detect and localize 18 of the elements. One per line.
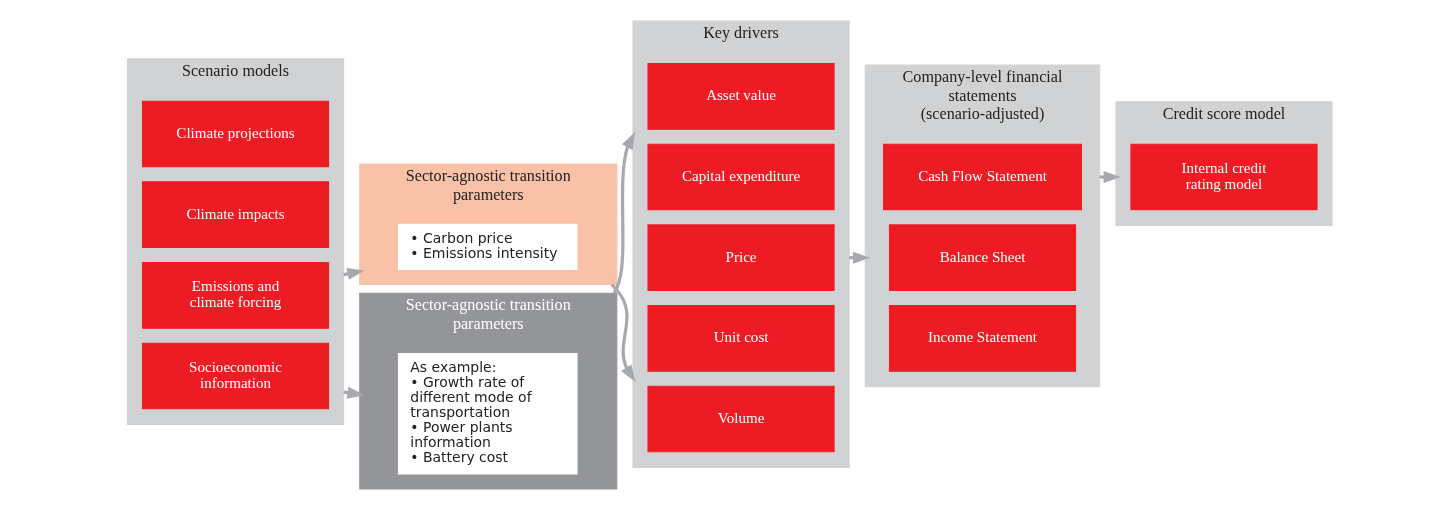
node-box: Cash Flow Statement bbox=[883, 143, 1082, 211]
node-box: • Carbon price • Emissions intensity bbox=[397, 223, 578, 271]
node-box: Emissions and climate forcing bbox=[141, 262, 330, 329]
node-box: Internal credit rating model bbox=[1130, 143, 1318, 211]
arrow bbox=[610, 283, 636, 383]
node-box: Climate impacts bbox=[141, 181, 330, 248]
arrow bbox=[1099, 170, 1121, 184]
arrow bbox=[612, 131, 636, 294]
node-box: Capital expenditure bbox=[647, 143, 835, 211]
node-box: Income Statement bbox=[888, 305, 1077, 372]
node-box: Price bbox=[647, 224, 835, 292]
node-box: Climate projections bbox=[141, 100, 330, 168]
node-box: Balance Sheet bbox=[888, 224, 1077, 292]
node-box: Unit cost bbox=[647, 305, 835, 372]
node-box: As example: • Growth rate of different mode of transportation • Power plants information • Battery cost bbox=[397, 352, 578, 475]
node-box: Asset value bbox=[647, 63, 835, 130]
node-box: Volume bbox=[647, 385, 835, 453]
node-box: Socioeconomic information bbox=[141, 342, 330, 410]
